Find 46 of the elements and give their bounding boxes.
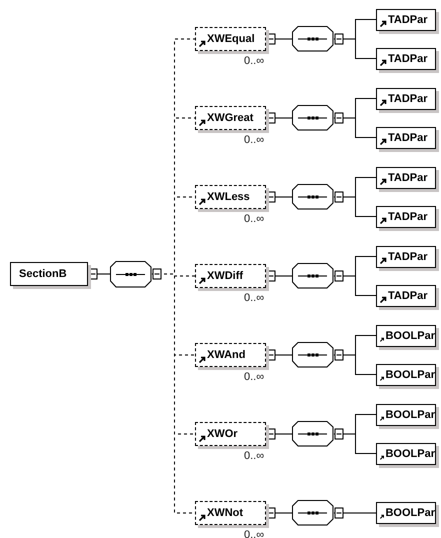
sequence-compositor [292, 105, 334, 131]
element-name: BOOLPar [385, 507, 435, 519]
element-box [195, 343, 266, 367]
sequence-compositor [292, 342, 334, 368]
occurrence-label: 0..∞ [244, 55, 264, 67]
element-name: TADPar [388, 290, 428, 302]
element-name: TADPar [388, 14, 428, 26]
element-box [10, 262, 88, 286]
element-box [195, 422, 266, 446]
element-box [376, 502, 436, 524]
element-name: TADPar [388, 52, 428, 64]
occurrence-label: 0..∞ [244, 134, 264, 146]
element-name: XWEqual [207, 33, 255, 45]
occurrence-label: 0..∞ [244, 371, 264, 383]
connector [334, 508, 376, 518]
element-box [195, 27, 266, 51]
element-box [195, 185, 266, 209]
element-name: BOOLPar [385, 330, 435, 342]
element-name: TADPar [388, 172, 428, 184]
element-name: XWNot [207, 507, 244, 519]
element-name: XWLess [207, 191, 250, 203]
occurrence-label: 0..∞ [244, 213, 264, 225]
sequence-compositor [292, 421, 334, 447]
occurrence-label: 0..∞ [244, 529, 264, 538]
element-name: TADPar [388, 92, 428, 104]
sequence-compositor [292, 26, 334, 52]
element-box [195, 106, 266, 130]
element-name: XWAnd [207, 349, 246, 361]
element-name: TADPar [388, 132, 428, 144]
occurrence-label: 0..∞ [244, 450, 264, 462]
element-name: XWOr [207, 428, 238, 440]
element-name: XWGreat [207, 112, 254, 124]
element-name: SectionB [19, 268, 67, 280]
element-name: TADPar [388, 250, 428, 262]
sequence-compositor [292, 500, 334, 526]
element-name: XWDiff [207, 270, 244, 282]
element-name: BOOLPar [385, 408, 435, 420]
element-name: TADPar [388, 210, 428, 222]
sequence-compositor [292, 184, 334, 210]
occurrence-label: 0..∞ [244, 292, 264, 304]
element-name: BOOLPar [385, 448, 435, 460]
element-box [195, 264, 266, 288]
element-name: BOOLPar [385, 368, 435, 380]
element-box [195, 501, 266, 525]
sequence-compositor [110, 260, 152, 288]
sequence-compositor [292, 263, 334, 289]
